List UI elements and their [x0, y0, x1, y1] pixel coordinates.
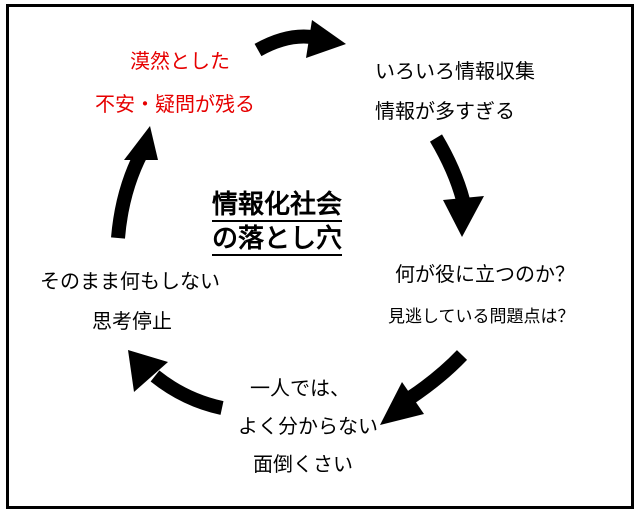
arrow-bottom-left: [128, 350, 224, 415]
left-line2: 思考停止: [92, 309, 172, 333]
right-line2: 見逃している問題点は？: [388, 307, 575, 327]
center-title-line2: の落とし穴: [212, 224, 343, 256]
arrow-right-lower: [380, 350, 468, 425]
arrow-top: [254, 20, 346, 58]
arrow-left: [111, 126, 158, 239]
diagram-frame: [6, 4, 634, 509]
arrow-right-upper: [429, 134, 484, 237]
top-right-line1: いろいろ情報収集: [375, 59, 535, 83]
left-line1: そのまま何もしない: [40, 269, 220, 293]
bottom-line1: 一人では、: [250, 376, 350, 400]
bottom-line3: 面倒くさい: [253, 452, 353, 476]
top-left-line1: 漠然とした: [130, 49, 230, 73]
center-title-line1: 情報化社会: [212, 190, 343, 222]
bottom-line2: よく分からない: [238, 414, 378, 438]
top-right-line2: 情報が多すぎる: [375, 99, 515, 123]
right-line1: 何が役に立つのか？: [395, 262, 575, 286]
center-title: 情報化社会 の落とし穴: [212, 188, 392, 256]
top-left-line2: 不安・疑問が残る: [95, 92, 255, 116]
